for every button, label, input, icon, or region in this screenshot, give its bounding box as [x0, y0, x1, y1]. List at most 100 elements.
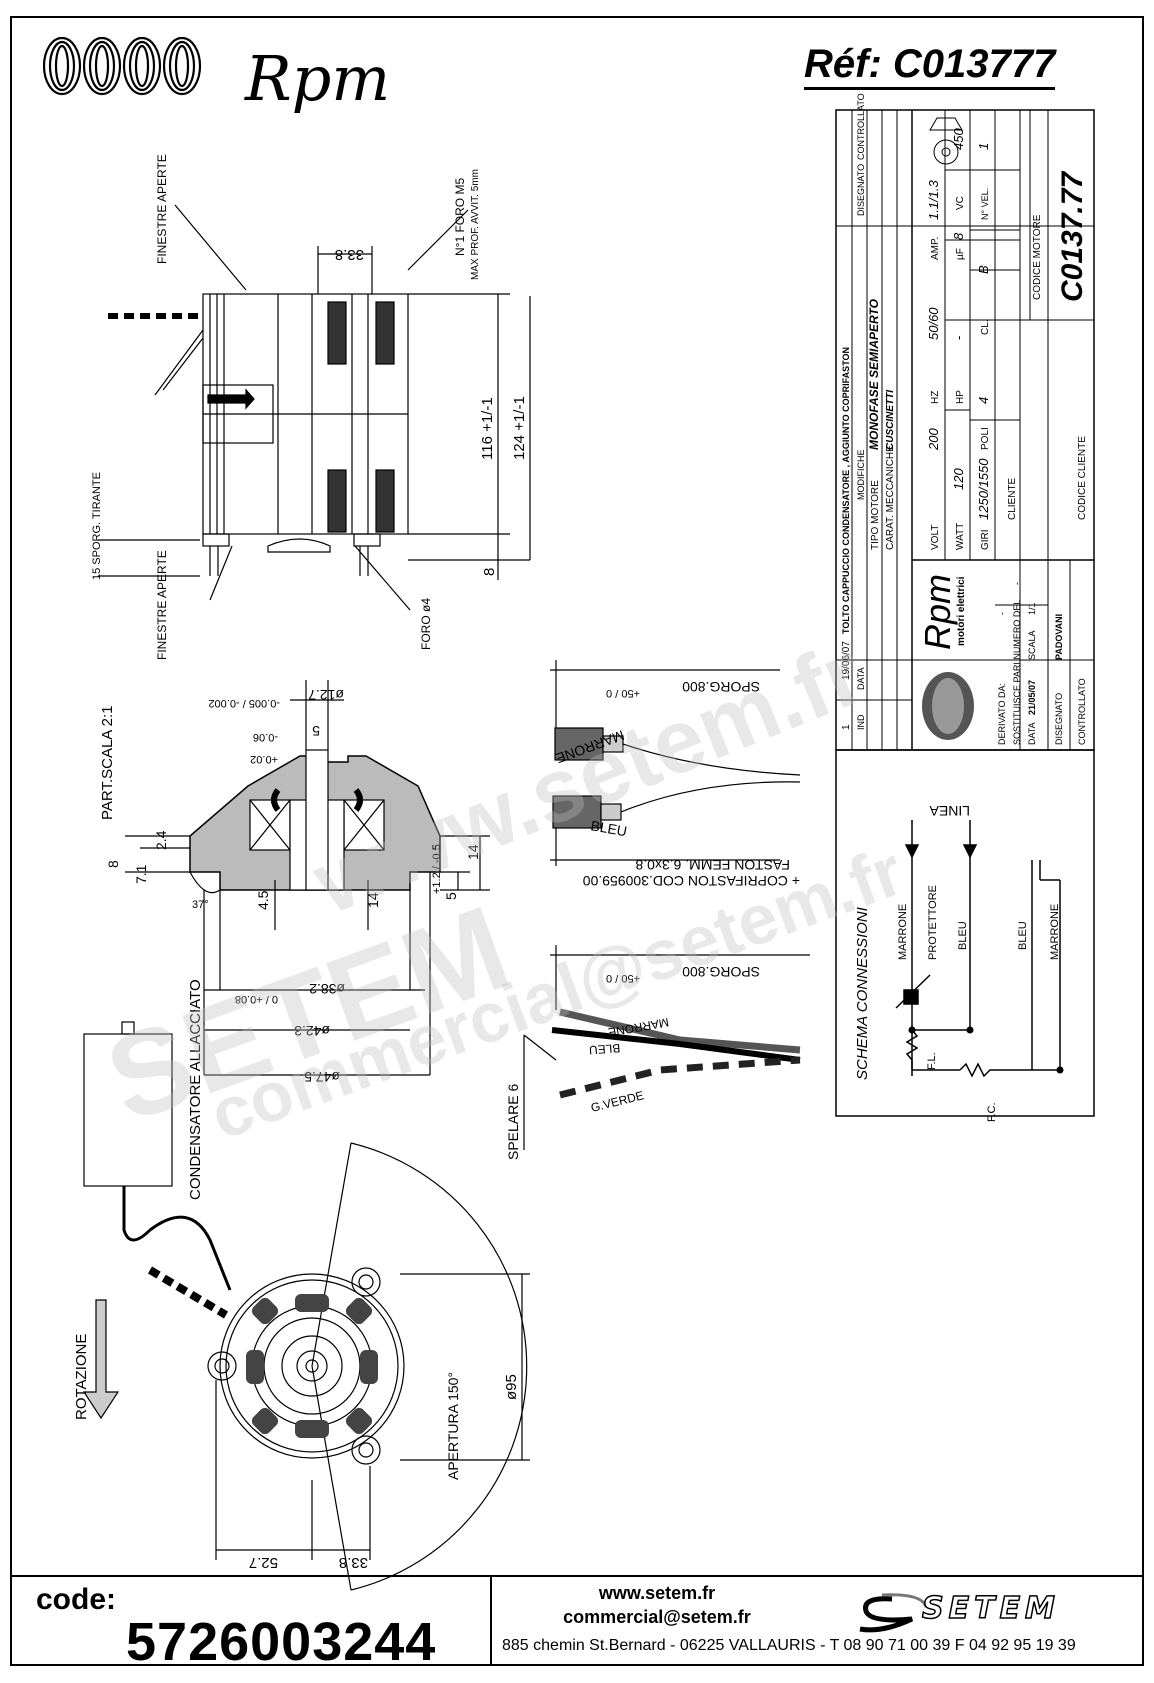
data: 21/05/07 [1027, 680, 1037, 715]
schema-bleu: BLEU [957, 921, 969, 950]
tol-mid: +50 / 0 [606, 972, 640, 984]
derivato: - [997, 612, 1007, 615]
vel: 1 [976, 143, 991, 150]
finestre-aperte-top: FINESTRE APERTE [155, 154, 169, 264]
detail-labels: PART.SCALA 2:1 ø12.7 -0.005 / -0.002 5 -… [99, 687, 481, 1085]
apertura-150: APERTURA 150° [445, 1372, 461, 1480]
d47-5: ø47.5 [304, 1069, 340, 1085]
dim-8-detail: 8 [105, 860, 121, 868]
dim-5-side: 5 [443, 892, 459, 900]
finestre-aperte-bottom: FINESTRE APERTE [155, 550, 169, 660]
cliente-label: CLIENTE [1007, 477, 1018, 520]
tol-b: +0.02 [250, 753, 278, 765]
motor-front-view [82, 1021, 530, 1591]
col-disegnato: DISEGNATO [856, 164, 866, 216]
faston-wiring [523, 660, 810, 1150]
dim-8-side: 8 [481, 568, 498, 576]
col-ind: IND [856, 714, 866, 730]
spelare: SPELARE 6 [505, 1084, 521, 1160]
disegnato: PADOVANI [1054, 614, 1064, 660]
tol-top: +50 / 0 [606, 687, 640, 699]
wire-bleu: BLEU [589, 1041, 621, 1057]
amp: 1.1/1.3 [926, 179, 941, 220]
cl-label: CL. [980, 319, 991, 335]
detail-section-view [125, 680, 490, 1076]
coil-logo-icon [42, 36, 202, 96]
code-box: code: 5726003244 [10, 1575, 492, 1672]
sporg-top: SPORG.800 [682, 679, 760, 695]
rev-change: TOLTO CAPPUCCIO CONDENSATORE , AGGIUNTO … [841, 347, 851, 634]
carat: CUSCINETTI [885, 390, 896, 450]
col-controllato: CONTROLLATO [856, 93, 866, 160]
watt: 120 [951, 468, 966, 490]
motor-front-vents [246, 1294, 378, 1438]
tol-12-7: -0.005 / -0.002 [208, 697, 280, 709]
schema-linea: LINEA [929, 803, 970, 819]
controllato-label: CONTROLLATO [1077, 678, 1087, 745]
hp-label: HP [955, 390, 966, 404]
tol-14: +1.2 / -0.5 [431, 844, 443, 894]
dim-33-8-side: 33.8 [335, 246, 364, 263]
schema-marrone-2: MARRONE [1049, 904, 1061, 960]
data-label: DATA [1027, 722, 1037, 745]
codice-motore: C0137.77 [1056, 171, 1089, 302]
col-data: DATA [856, 667, 866, 690]
email-link[interactable]: commercial@setem.fr [563, 1607, 751, 1627]
dim-124: 124 +1/-1 [511, 396, 528, 460]
faston-labels: SPORG.800 +50 / 0 MARRONE BLEU FASTON FE… [505, 679, 800, 1160]
tipo-motore: MONOFASE SEMIAPERTO [867, 298, 881, 450]
schema-fl: F.L. [926, 1052, 938, 1070]
d95: ø95 [503, 1374, 520, 1400]
d38-2: ø38.2 [309, 981, 345, 997]
poli: 4 [976, 397, 991, 404]
dim-2-4: 2.4 [153, 830, 169, 850]
coprifaston: + COPRIFASTON COD.300959.00 [583, 873, 800, 889]
giri: 1250/1550 [976, 458, 991, 520]
watt-label: WATT [955, 523, 966, 550]
setem-brand: SETEM [921, 1590, 1060, 1627]
brand-name: Rpm [245, 42, 391, 115]
carat-label: CARAT. MECCANICHE [885, 445, 896, 550]
rev-date: 19/06/07 [841, 641, 852, 680]
dim-52-7: 52.7 [249, 1554, 278, 1571]
uf: 8 [951, 232, 966, 240]
disegnato-label: DISEGNATO [1054, 693, 1064, 745]
contact-footer: www.setem.fr commercial@setem.fr SETEM 8… [492, 1575, 1144, 1666]
reference-number: Réf: C013777 [804, 42, 1056, 90]
vel-label: N° VEL. [980, 188, 990, 220]
condensatore-allacciato: CONDENSATORE ALLACCIATO [187, 979, 204, 1200]
projection-symbol-icon [929, 117, 963, 165]
dim-37-deg: 37° [192, 899, 209, 911]
dim-5-top: 5 [312, 723, 320, 739]
dim-14-inner: 14 [365, 892, 381, 908]
tol-38-2: 0 / +0.08 [235, 993, 278, 1005]
hp: - [951, 336, 966, 340]
d42-3: ø42.3 [294, 1023, 330, 1039]
side-view-labels: FINESTRE APERTE FINESTRE APERTE N°1 FORO… [91, 154, 528, 660]
vc-label: VC [955, 196, 966, 210]
codice-cliente-label: CODICE CLIENTE [1077, 436, 1088, 520]
hz-label: HZ [930, 391, 941, 404]
rpm-logo: Rpm [40, 30, 390, 110]
wire-g-verde: G.VERDE [589, 1088, 645, 1115]
address: 885 chemin St.Bernard - 06225 VALLAURIS … [502, 1637, 1076, 1654]
dim-14: 14 [465, 844, 481, 860]
schema-title: SCHEMA CONNESSIONI [854, 907, 871, 1080]
brand-small: Rpm [917, 574, 958, 650]
faston-bleu: BLEU [589, 817, 628, 839]
derivato-label: DERIVATO DA: [997, 683, 1007, 745]
front-view-labels: CONDENSATORE ALLACCIATO ROTAZIONE APERTU… [73, 979, 520, 1571]
website-link[interactable]: www.setem.fr [598, 1583, 716, 1603]
sporg-mid: SPORG.800 [682, 964, 760, 980]
codice-motore-label: CODICE MOTORE [1032, 214, 1043, 300]
faston-spec: FASTON FEMM. 6.3x0.8 [635, 857, 790, 873]
schema-marrone: MARRONE [897, 904, 909, 960]
tipo-motore-label: TIPO MOTORE [870, 480, 881, 550]
part-scala: PART.SCALA 2:1 [99, 705, 116, 820]
poli-label: POLI [980, 427, 991, 450]
dim-33-8-front: 33.8 [339, 1554, 368, 1571]
d12-7: ø12.7 [308, 687, 344, 703]
setem-swoosh-icon [859, 1593, 928, 1633]
hz: 50/60 [926, 307, 941, 340]
